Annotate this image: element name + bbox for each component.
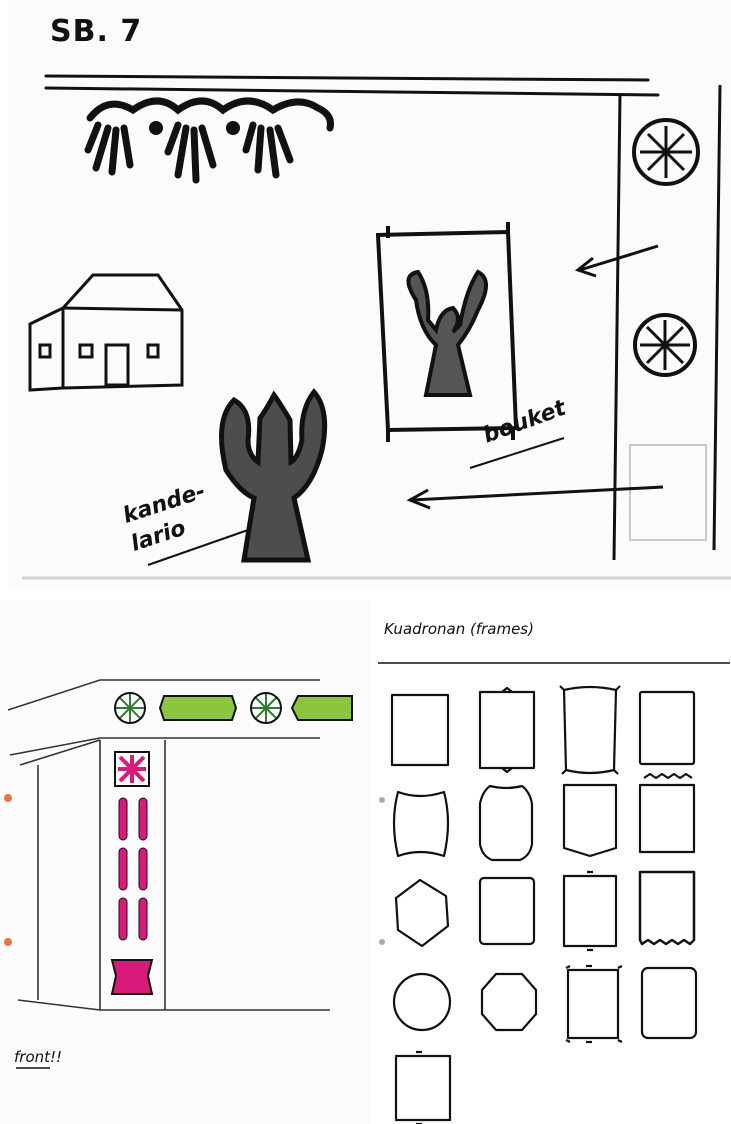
front-green-panel-left — [160, 696, 236, 720]
front-structure-lines — [8, 680, 330, 1010]
front-rosette-left — [115, 693, 145, 723]
frame-shape — [394, 974, 450, 1030]
frame-shape — [640, 872, 694, 944]
binding-hole-dot — [4, 794, 12, 802]
frame-shape — [564, 785, 616, 856]
bouquet-ornament — [408, 272, 486, 395]
frame-shape — [640, 692, 694, 764]
page-reference: SB. 7 — [50, 14, 142, 49]
ornamental-frieze — [88, 101, 331, 180]
frame-shape — [642, 968, 696, 1038]
front-label: front!! — [14, 1048, 62, 1066]
binding-hole-dot — [4, 938, 12, 946]
frame-shape — [394, 792, 448, 856]
frame-shape — [396, 1052, 450, 1124]
front-pilaster-rosette — [115, 752, 149, 786]
frame-shape — [566, 966, 622, 1042]
frame-shape — [480, 878, 534, 944]
front-pilaster-strips — [119, 798, 147, 940]
front-green-panel-right — [292, 696, 352, 720]
faded-panel-outline — [630, 445, 706, 540]
arrow-to-candelabra — [410, 487, 663, 508]
front-rosette-right — [251, 693, 281, 723]
cornice-lines — [46, 76, 658, 95]
frame-shape — [560, 686, 620, 774]
facade-sketch-panel: SB. 7 bouket kande- lario — [8, 0, 731, 590]
frame-shape — [480, 786, 532, 860]
house-sketch — [30, 275, 182, 390]
front-elevation-drawing — [0, 600, 370, 1124]
frame-shape — [564, 872, 616, 950]
frame-shape — [392, 695, 448, 765]
facade-sketch-drawing — [8, 0, 731, 590]
front-elevation-panel: front!! — [0, 600, 370, 1124]
rosette-upper — [634, 120, 698, 184]
binding-hole-dot — [379, 939, 385, 945]
frame-shape — [396, 880, 448, 946]
frame-shapes-grid — [372, 600, 731, 1124]
label-underlines — [148, 438, 564, 565]
frame-shape — [482, 974, 536, 1030]
front-pilaster-base-ornament — [112, 960, 152, 994]
frame-shape — [640, 774, 694, 852]
rosette-lower — [635, 315, 695, 375]
binding-hole-dot — [379, 797, 385, 803]
frame-shape — [480, 688, 534, 772]
frames-catalog-panel: Kuadronan (frames) — [372, 600, 731, 1124]
